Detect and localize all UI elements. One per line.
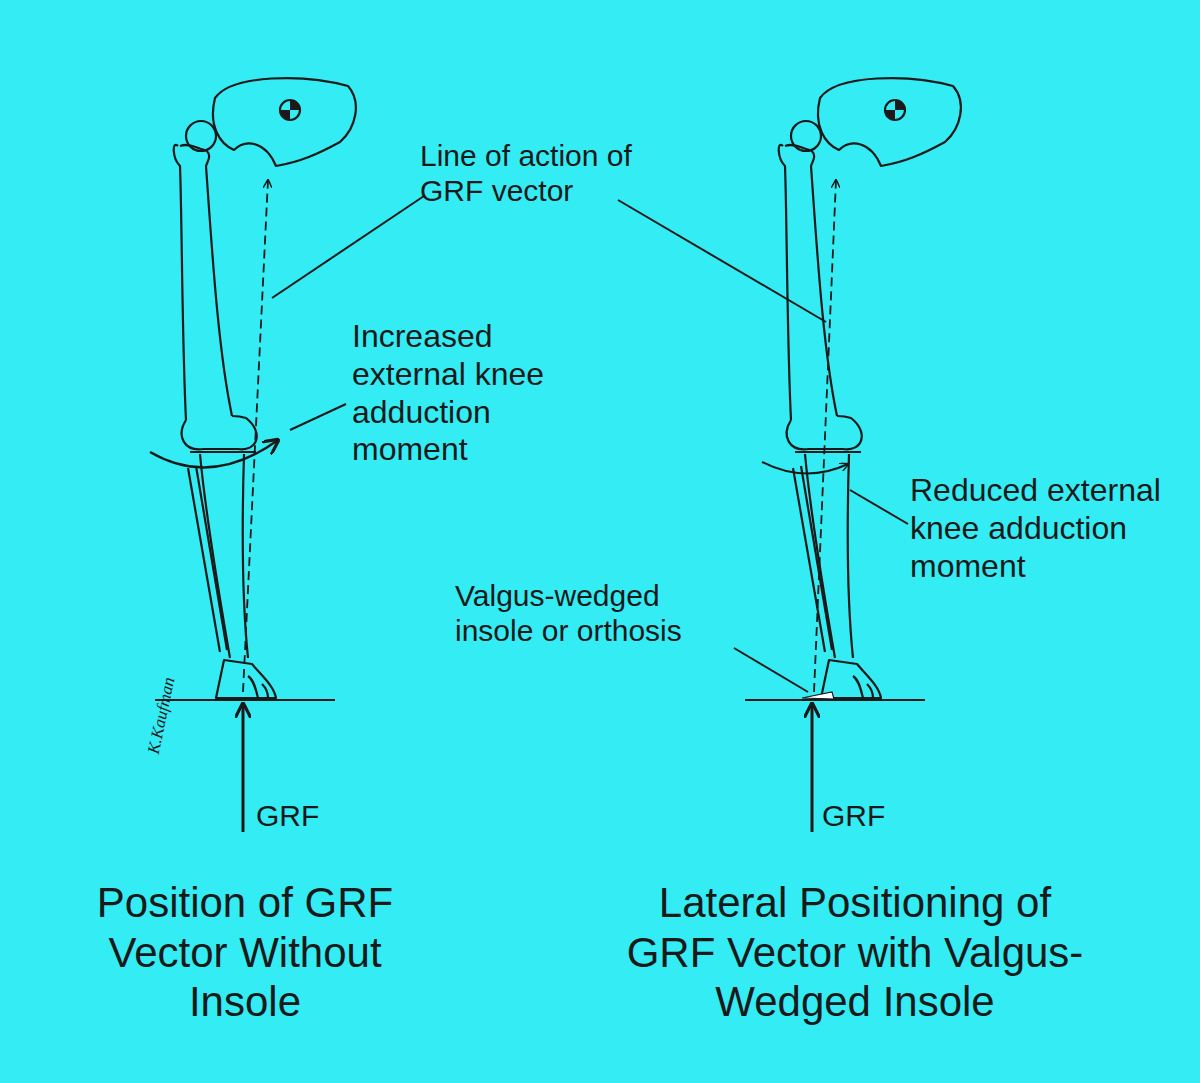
moment-arc — [150, 440, 278, 467]
callout-text: Increased external knee adduction moment — [352, 318, 602, 469]
callout-text: Line of action of GRF vector — [420, 138, 640, 209]
leader-line — [734, 648, 808, 692]
grf-line-of-action — [243, 180, 268, 692]
grf-line-of-action — [814, 180, 836, 692]
ground-line — [155, 699, 335, 701]
leader-line — [850, 490, 908, 524]
leader-line — [290, 404, 346, 430]
right-leg-skeleton — [779, 78, 961, 698]
panel-caption: Position of GRF Vector Without Insole — [80, 878, 410, 1027]
callout-text: Valgus-wedged insole or orthosis — [455, 578, 745, 649]
grf-arrow — [811, 704, 814, 832]
left-leg-skeleton — [174, 78, 356, 698]
leader-line — [272, 196, 424, 298]
force-label: GRF — [256, 798, 336, 833]
grf-arrow — [242, 704, 245, 832]
valgus-wedge — [802, 692, 834, 699]
force-label: GRF — [822, 798, 902, 833]
leader-line — [618, 200, 826, 322]
moment-arc — [762, 462, 848, 474]
callout-text: Reduced external knee adduction moment — [910, 472, 1170, 585]
ground-line — [745, 699, 925, 701]
panel-caption: Lateral Positioning of GRF Vector with V… — [620, 878, 1090, 1027]
